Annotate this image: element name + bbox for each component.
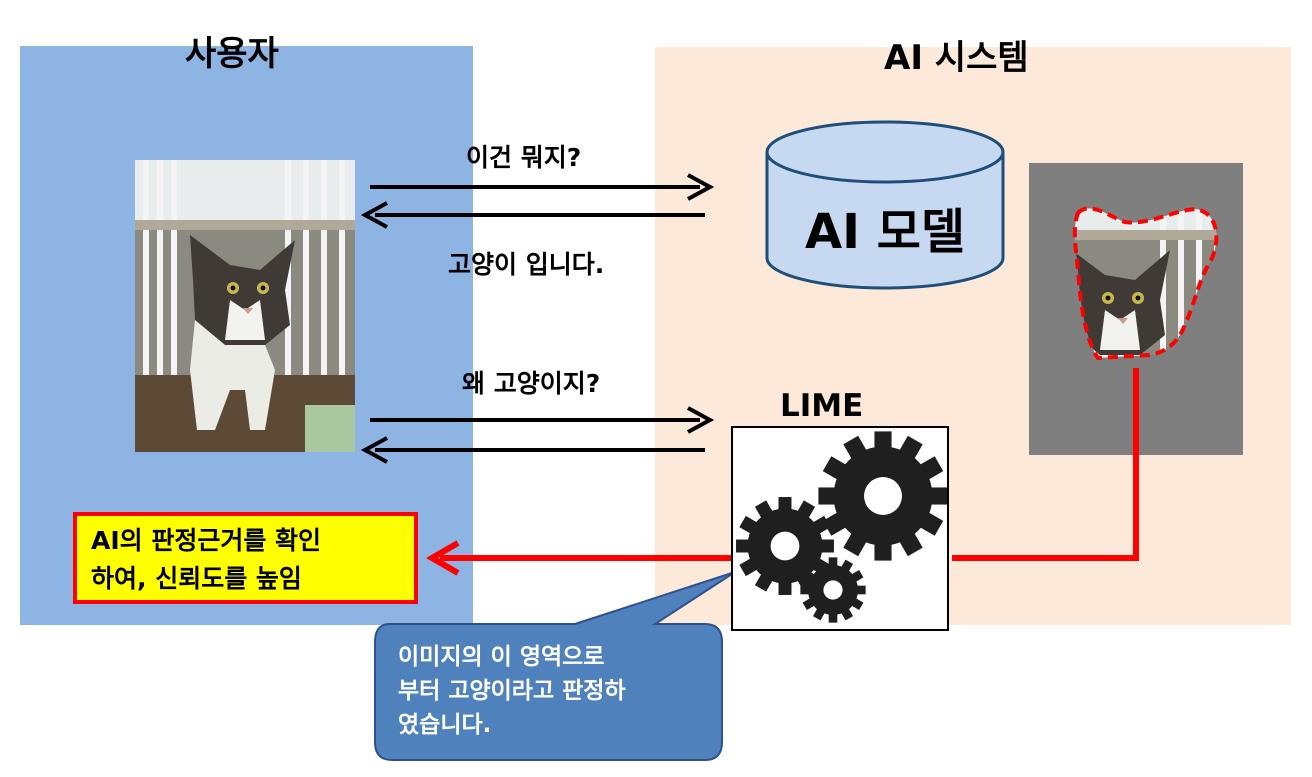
- verdict-line1: AI의 판정근거를 확인: [91, 526, 322, 555]
- question2-arrow: [370, 406, 715, 434]
- ai-model-label: AI 모델: [804, 204, 966, 260]
- explanation-path: [425, 368, 1139, 576]
- question2-label: 왜 고양이지?: [462, 369, 601, 398]
- ai-model-cylinder: [765, 120, 1005, 290]
- callout-line1: 이미지의 이 영역으로: [398, 644, 605, 670]
- question1-label: 이건 뭐지?: [466, 143, 582, 172]
- answer1-arrow: [360, 201, 705, 229]
- callout-line3: 였습니다.: [398, 712, 492, 738]
- cat-photo: [135, 160, 355, 452]
- lime-box: [731, 426, 949, 631]
- gears-icon: [736, 431, 948, 623]
- answer2-arrow: [360, 436, 705, 464]
- callout-bubble: [374, 571, 736, 761]
- callout-text: 이미지의 이 영역으로 부터 고양이라고 판정하 였습니다.: [398, 640, 718, 742]
- user-heading: 사용자: [185, 34, 279, 74]
- callout-line2: 부터 고양이라고 판정하: [398, 678, 626, 704]
- verdict-box: AI의 판정근거를 확인 하여, 신뢰도를 높임: [73, 512, 418, 604]
- verdict-line2: 하여, 신뢰도를 높임: [91, 564, 302, 593]
- region-outline: [1072, 206, 1219, 361]
- ai-system-heading: AI 시스템: [884, 38, 1029, 78]
- question1-arrow: [370, 173, 715, 201]
- lime-label: LIME: [780, 388, 864, 424]
- answer1-label: 고양이 입니다.: [448, 250, 605, 279]
